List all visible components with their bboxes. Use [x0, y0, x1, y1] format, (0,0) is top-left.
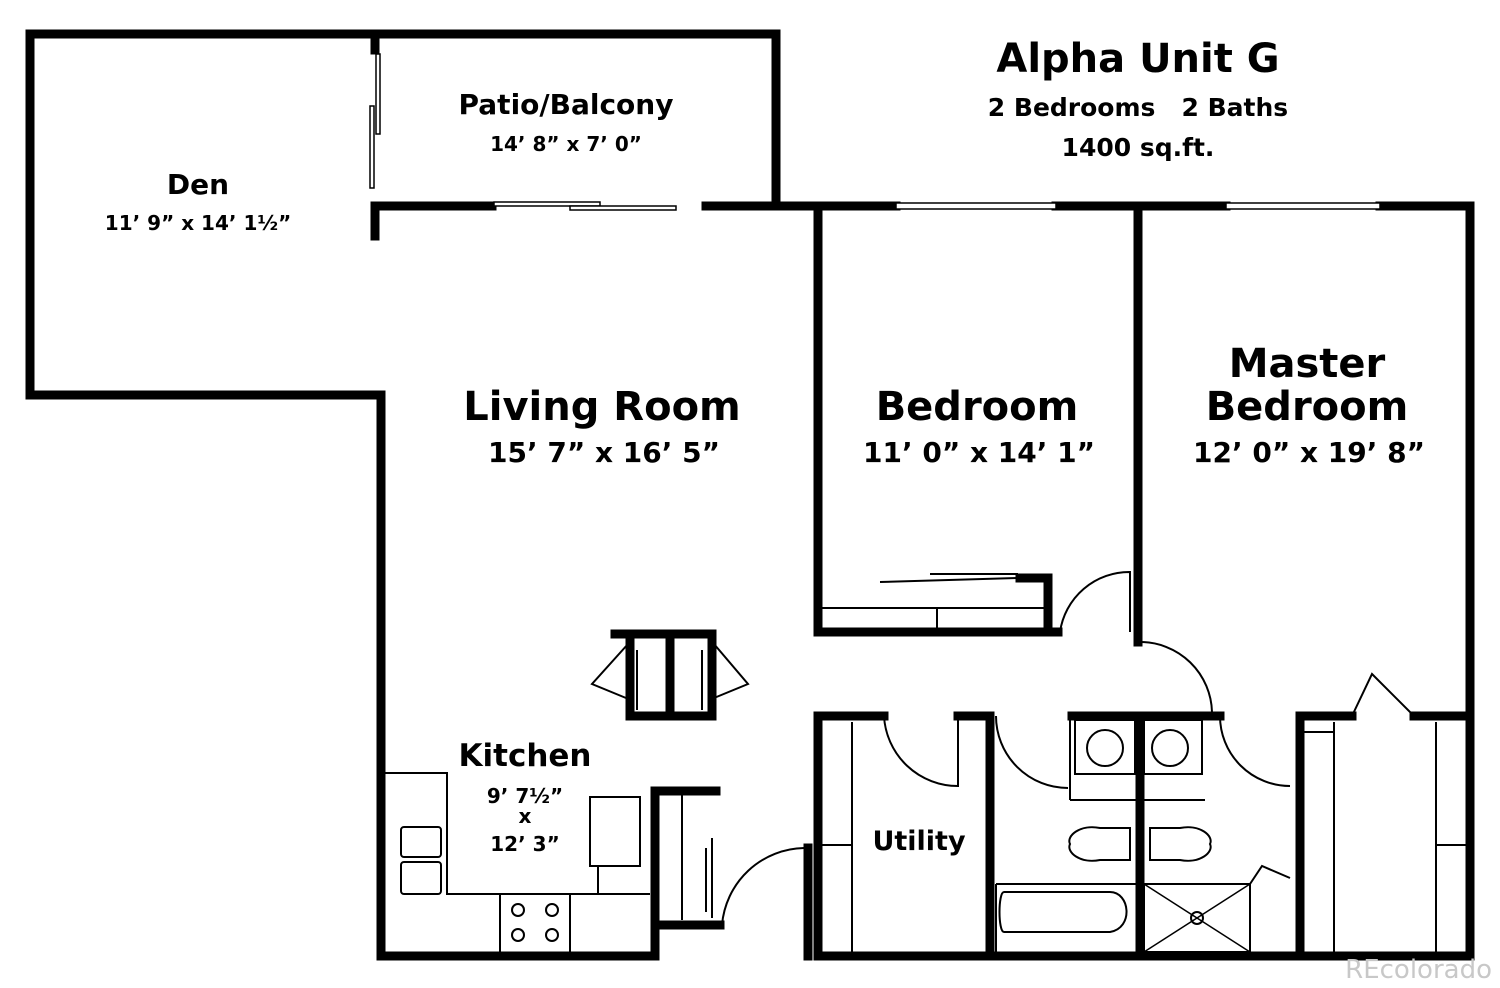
kitchen-label: Kitchen — [458, 738, 591, 774]
living-dims: 15’ 7” x 16’ 5” — [488, 436, 720, 469]
master-label-line1: Master — [1229, 341, 1386, 387]
burner-icon — [511, 903, 525, 917]
bedroom-closet-wall — [1015, 573, 1053, 637]
pantry-door-right — [713, 643, 750, 699]
pantry-wall — [610, 629, 717, 721]
kitchen-dims-line3: 12’ 3” — [490, 832, 559, 856]
entry-door-swing — [721, 847, 805, 926]
plan-area: 1400 sq.ft. — [1062, 133, 1215, 162]
utility-label: Utility — [872, 826, 966, 857]
shower-door — [1249, 864, 1291, 885]
bedroom-door-swing — [1059, 570, 1131, 633]
windows — [369, 53, 1381, 211]
pantry-door-left — [590, 643, 629, 699]
sink-b-bowl — [1151, 729, 1189, 767]
shower-drain-x2 — [1143, 883, 1251, 953]
bath-door-swing-b — [1219, 715, 1291, 787]
den-slider-b — [369, 105, 375, 189]
bedroom-closet-door-a — [879, 577, 1019, 583]
patio-slider-b — [569, 205, 677, 211]
plan-subtitle: 2 Bedrooms 2 Baths — [988, 93, 1288, 122]
kitchen-stove — [499, 893, 571, 955]
kitchen-sink-b — [400, 861, 442, 895]
master-door-swing — [1139, 641, 1213, 713]
plan-title: Alpha Unit G — [996, 36, 1279, 82]
patio-dims: 14’ 8” x 7’ 0” — [490, 132, 642, 156]
fixtures — [385, 570, 1466, 955]
den-slider-a — [375, 53, 381, 135]
kitchen-counter — [385, 772, 641, 895]
master-closet-bifold — [1351, 672, 1415, 717]
toilet-a-icon — [1068, 826, 1131, 862]
shower-icon — [1143, 883, 1251, 953]
toilet-b-icon — [1149, 826, 1212, 862]
master-label-line2: Bedroom — [1206, 384, 1409, 430]
watermark: REcolorado — [1345, 955, 1492, 985]
burner-icon — [511, 928, 525, 942]
patio-label: Patio/Balcony — [459, 88, 674, 121]
sink-a — [1074, 719, 1136, 775]
den-patio-wall — [25, 29, 660, 961]
shower-drain-icon — [1190, 911, 1204, 925]
patio-outer-wall — [373, 29, 781, 211]
bedroom-window — [895, 202, 1057, 210]
kitchen-dims-line1: 9’ 7½” — [487, 784, 563, 808]
burner-icon — [545, 903, 559, 917]
bath-door-swing-a — [995, 715, 1069, 789]
den-label: Den — [167, 168, 229, 201]
kitchen-sink-a — [400, 826, 442, 858]
master-window — [1225, 202, 1381, 210]
bedroom-dims: 11’ 0” x 14’ 1” — [863, 436, 1095, 469]
exterior-walls — [25, 29, 1475, 961]
interior-walls — [610, 201, 1475, 961]
sink-b — [1143, 719, 1203, 775]
entry-closet-wall — [650, 786, 721, 930]
utility-door-swing — [883, 715, 959, 788]
master-dims: 12’ 0” x 19’ 8” — [1193, 436, 1425, 469]
kitchen-dims-line2: x — [519, 804, 532, 828]
sink-a-bowl — [1086, 729, 1124, 767]
burner-icon — [545, 928, 559, 942]
living-label: Living Room — [463, 384, 740, 430]
patio-slider-a — [493, 201, 601, 207]
bedroom-label: Bedroom — [876, 384, 1079, 430]
den-dims: 11’ 9” x 14’ 1½” — [105, 211, 291, 235]
bathtub-icon — [996, 883, 1136, 933]
